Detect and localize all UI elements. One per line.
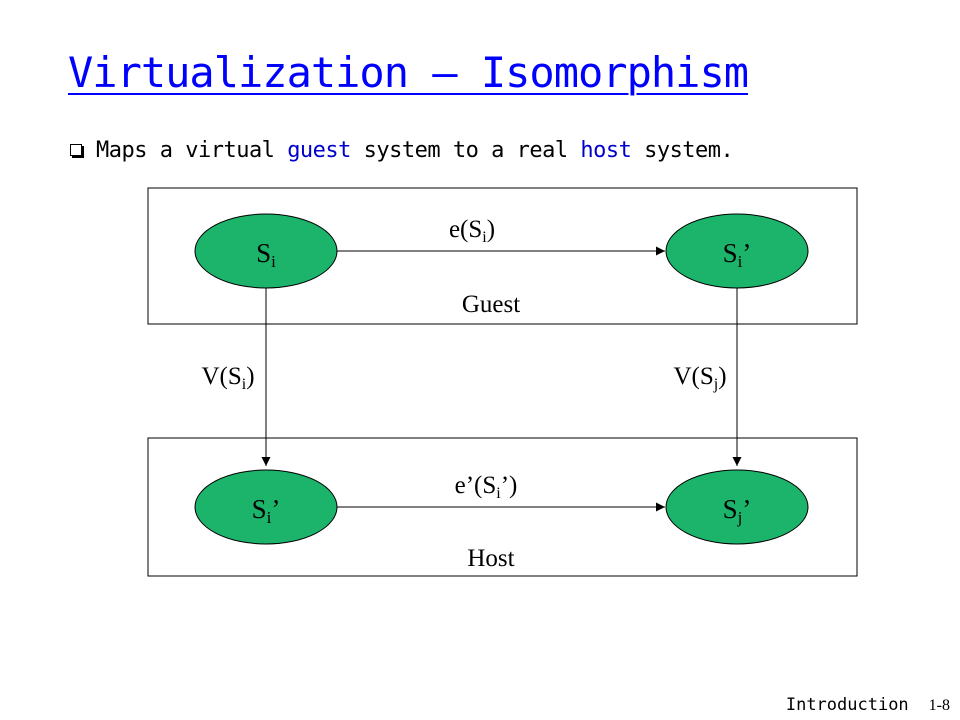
guest-transition-label: e(Si) xyxy=(449,216,495,246)
footer-section-title: Introduction xyxy=(785,695,909,715)
right-mapping-label: V(Sj) xyxy=(673,363,726,393)
host-state-si-prime-node xyxy=(194,469,338,545)
host-box xyxy=(147,437,858,577)
bullet-text-end: system. xyxy=(631,138,734,163)
host-state-si-prime-label: Si’ xyxy=(252,494,281,527)
host-transition-label: e’(Si’) xyxy=(455,472,518,502)
square-bullet-icon xyxy=(70,144,82,156)
host-state-sj-prime-node xyxy=(665,469,809,545)
bullet-word-host: host xyxy=(580,138,632,163)
guest-box xyxy=(147,187,858,325)
slide-title: Virtualization – Isomorphism xyxy=(68,48,749,97)
bullet-item: Maps a virtual guest system to a real ho… xyxy=(70,138,734,163)
host-box-label: Host xyxy=(467,545,514,572)
guest-box-label: Guest xyxy=(462,291,520,318)
guest-state-si-label: Si xyxy=(256,238,276,271)
page-number: 1-8 xyxy=(928,697,950,714)
guest-state-si-prime-label: Si’ xyxy=(723,238,752,271)
guest-state-si-node xyxy=(194,213,338,289)
bullet-text-start: Maps a virtual xyxy=(96,138,288,163)
bullet-word-guest: guest xyxy=(287,138,351,163)
left-mapping-label: V(Si) xyxy=(201,363,254,393)
guest-state-si-prime-node xyxy=(665,213,809,289)
host-state-sj-prime-label: Sj’ xyxy=(723,494,752,527)
bullet-text-middle: system to a real xyxy=(350,138,581,163)
slide-footer: Introduction 1-8 xyxy=(786,695,950,715)
